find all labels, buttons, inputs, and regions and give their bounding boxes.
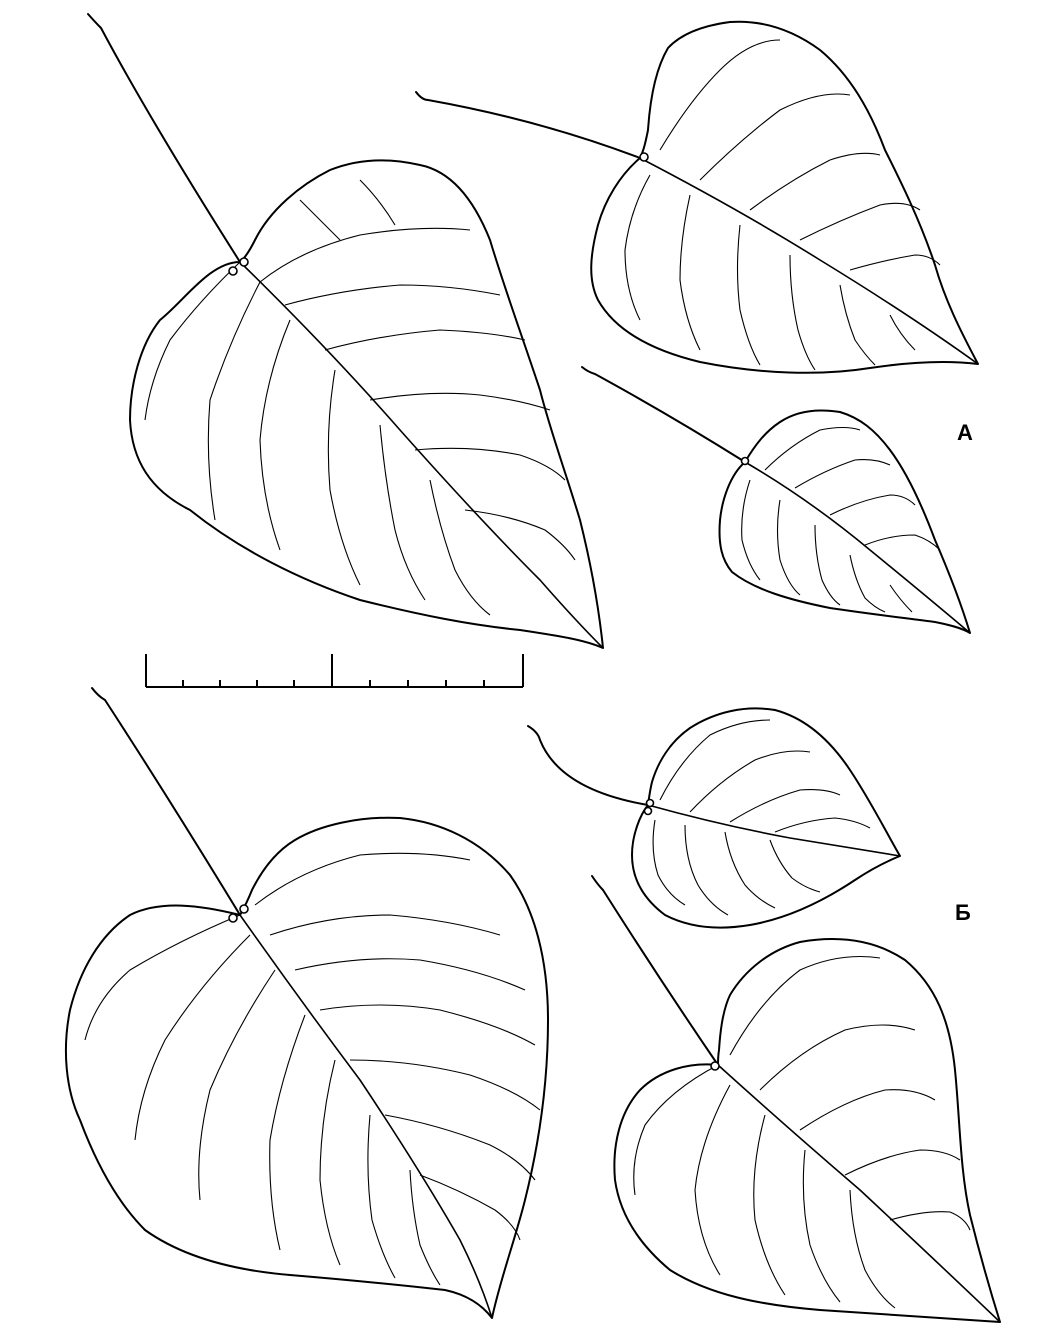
leaf-b3-veins — [633, 956, 971, 1309]
leaf-b3-petiole — [591, 875, 719, 1066]
leaf-a2-petiole — [415, 91, 641, 159]
leaf-b2-gland-top — [645, 798, 655, 808]
leaf-b1 — [64, 687, 549, 1319]
leaf-a1-blade — [129, 159, 604, 649]
leaf-b1-veins — [84, 852, 541, 1286]
leaf-b3-blade — [613, 938, 1001, 1323]
leaf-a1 — [87, 13, 604, 649]
leaf-b2-gland-bottom — [643, 806, 653, 816]
leaf-b1-midrib — [239, 914, 493, 1319]
leaf-a2-gland — [639, 152, 649, 162]
leaf-a1-petiole — [87, 13, 241, 263]
leaf-a3-midrib — [744, 461, 971, 634]
leaf-a3-blade — [718, 409, 971, 634]
leaf-a1-veins — [144, 179, 576, 616]
leaf-a3-gland — [740, 456, 750, 466]
leaf-b2 — [527, 707, 901, 929]
leaf-b1-gland-left — [228, 913, 238, 923]
group-a-label: А — [957, 420, 973, 445]
leaf-a1-midrib — [239, 261, 604, 649]
leaf-a3-veins — [741, 426, 941, 613]
leaf-a2 — [415, 20, 979, 374]
leaf-b2-veins — [652, 719, 871, 916]
leaf-a2-blade — [590, 20, 979, 374]
scale-bar — [145, 654, 524, 688]
leaf-a2-midrib — [639, 157, 979, 365]
leaf-a3 — [581, 366, 971, 634]
leaf-a2-veins — [624, 39, 941, 371]
leaf-b2-midrib — [647, 804, 901, 857]
leaf-b3-midrib — [717, 1064, 1001, 1323]
leaf-b3 — [591, 875, 1001, 1323]
leaf-b3-gland — [710, 1061, 720, 1071]
leaf-b2-petiole — [527, 725, 649, 806]
leaf-b1-petiole — [91, 687, 241, 916]
leaf-b1-gland-right — [239, 904, 249, 914]
group-b-label: Б — [955, 900, 971, 925]
leaf-a1-gland-right — [239, 257, 249, 267]
leaf-b1-blade — [64, 816, 549, 1319]
leaf-a3-petiole — [581, 366, 746, 463]
leaf-a1-gland-left — [228, 266, 238, 276]
